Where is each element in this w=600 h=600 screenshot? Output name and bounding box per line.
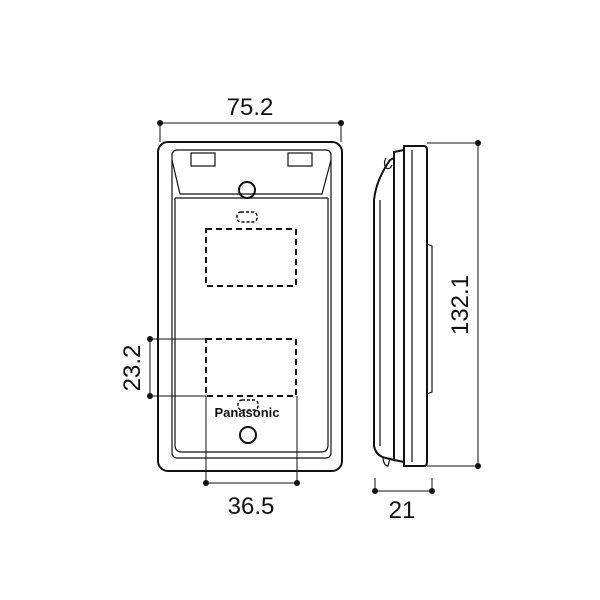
side-rear-rib	[426, 243, 433, 395]
plate-inner-outline	[171, 149, 332, 459]
side-hinge	[383, 157, 393, 170]
screw-hole-top	[238, 181, 256, 199]
side-view	[373, 145, 433, 467]
dimension-height: 132.1	[427, 140, 481, 469]
brand-logo: Panasonic	[214, 405, 279, 420]
outlet-opening-lower	[205, 338, 297, 397]
front-view: Panasonic	[157, 141, 343, 472]
side-cover	[373, 156, 395, 462]
dimension-width-label: 75.2	[227, 94, 274, 121]
dimension-depth-label: 21	[389, 497, 416, 524]
dimension-opening-width: 36.5	[203, 396, 300, 520]
top-bevel	[171, 159, 332, 195]
outlet-opening-upper	[205, 228, 297, 287]
dashed-mark-top	[236, 211, 258, 223]
dimension-height-label: 132.1	[447, 275, 474, 335]
dashed-mark-bottom	[237, 399, 259, 411]
dimension-width: 75.2	[157, 94, 344, 142]
dimension-depth: 21	[372, 478, 435, 524]
side-mid-plate	[393, 148, 405, 464]
hinge-tab-left	[190, 152, 216, 167]
dimension-opening-height-label: 23.2	[119, 345, 146, 392]
screw-hole-bottom	[239, 426, 257, 444]
dimension-opening-width-label: 36.5	[228, 493, 275, 520]
plate-outer-outline	[157, 141, 343, 472]
cover-bottom-edge	[174, 444, 329, 453]
side-bottom-clip	[382, 457, 391, 467]
side-back-plate	[403, 145, 428, 467]
hinge-tab-right	[287, 152, 313, 167]
dimension-opening-height: 23.2	[119, 336, 206, 399]
